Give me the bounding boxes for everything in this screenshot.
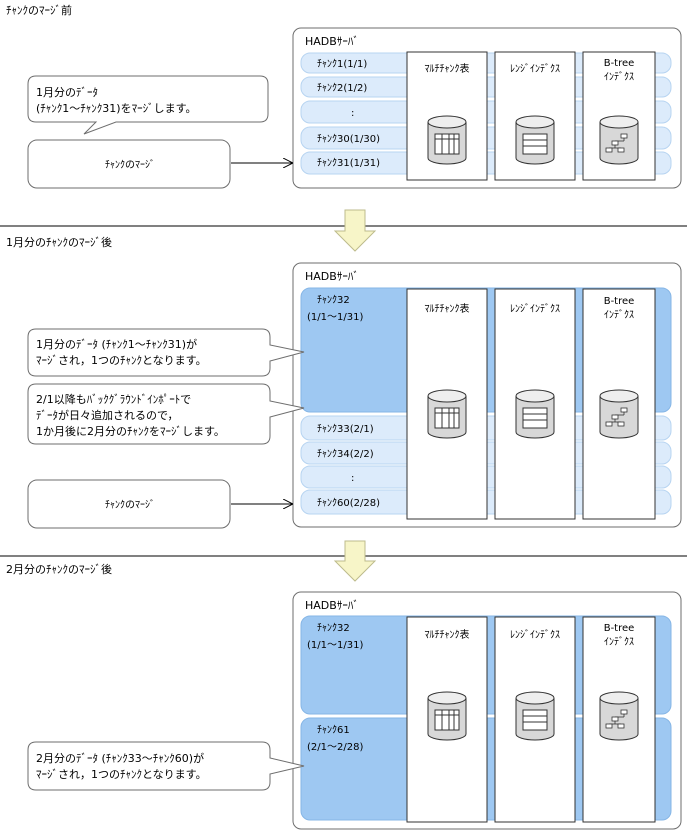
column-label-index: ｲﾝﾃﾞｸｽ [604, 309, 634, 321]
server-label: HADBｻｰﾊﾞ [305, 599, 359, 612]
chunk-label: ﾁｬﾝｸ1(1/1) [317, 58, 367, 70]
column-label-index: ｲﾝﾃﾞｸｽ [604, 636, 634, 648]
column-label-range-index: ﾚﾝｼﾞｲﾝﾃﾞｸｽ [510, 629, 560, 641]
svg-text:ﾏｰｼﾞされ，1つのﾁｬﾝｸとなります。: ﾏｰｼﾞされ，1つのﾁｬﾝｸとなります。 [36, 354, 207, 367]
merged-chunk-label: ﾁｬﾝｸ32 [317, 294, 350, 306]
svg-text:ﾃﾞｰﾀが日々追加されるので，: ﾃﾞｰﾀが日々追加されるので， [36, 408, 179, 422]
column-label-range-index: ﾚﾝｼﾞｲﾝﾃﾞｸｽ [510, 303, 560, 315]
server-panel-1: HADBｻｰﾊﾞ ﾁｬﾝｸ1(1/1) ﾁｬﾝｸ2(1/2) : ﾁｬﾝｸ30(… [292, 27, 682, 189]
server-panel-2: HADBｻｰﾊﾞ ﾁｬﾝｸ32 (1/1～1/31) ﾁｬﾝｸ33(2/1) ﾁ… [292, 262, 682, 528]
database-tree-icon [599, 691, 639, 741]
database-tree-icon [599, 115, 639, 165]
merged-chunk-range: (1/1～1/31) [307, 312, 363, 323]
svg-text:(ﾁｬﾝｸ1～ﾁｬﾝｸ31)をﾏｰｼﾞします。: (ﾁｬﾝｸ1～ﾁｬﾝｸ31)をﾏｰｼﾞします。 [36, 102, 196, 115]
database-list-icon [515, 691, 555, 741]
server-label: HADBｻｰﾊﾞ [305, 35, 359, 48]
chunk-label: ﾁｬﾝｸ31(1/31) [317, 157, 380, 169]
column-label-btree: B-tree [604, 58, 635, 69]
database-table-icon [427, 389, 467, 439]
server-panel-3: HADBｻｰﾊﾞ ﾁｬﾝｸ32 (1/1～1/31) ﾁｬﾝｸ61 (2/1～2… [292, 591, 682, 830]
column-label-multi-table: ﾏﾙﾁﾁｬﾝｸ表 [425, 302, 470, 315]
server-label: HADBｻｰﾊﾞ [305, 270, 359, 283]
svg-text:2月分のﾃﾞｰﾀ (ﾁｬﾝｸ33～ﾁｬﾝｸ60)が: 2月分のﾃﾞｰﾀ (ﾁｬﾝｸ33～ﾁｬﾝｸ60)が [36, 751, 204, 765]
svg-text:1月分のﾃﾞｰﾀ: 1月分のﾃﾞｰﾀ [36, 86, 98, 99]
callout-merged-january: 1月分のﾃﾞｰﾀ (ﾁｬﾝｸ1～ﾁｬﾝｸ31)が ﾏｰｼﾞされ，1つのﾁｬﾝｸと… [27, 328, 305, 377]
callout-background-import: 2/1以降もﾊﾞｯｸｸﾞﾗｳﾝﾄﾞｲﾝﾎﾟｰﾄで ﾃﾞｰﾀが日々追加されるので，… [27, 383, 305, 445]
down-arrow-icon [333, 540, 377, 582]
section-title-after-feb: 2月分のﾁｬﾝｸのﾏｰｼﾞ後 [6, 562, 112, 576]
database-list-icon [515, 389, 555, 439]
column-label-btree: B-tree [604, 623, 635, 634]
database-table-icon [427, 691, 467, 741]
chunk-merge-action: ﾁｬﾝｸのﾏｰｼﾞ [27, 479, 231, 529]
section-title-before: ﾁｬﾝｸのﾏｰｼﾞ前 [6, 3, 72, 17]
merged-chunk-label: ﾁｬﾝｸ61 [317, 724, 350, 736]
column-label-btree: B-tree [604, 296, 635, 307]
column-label-range-index: ﾚﾝｼﾞｲﾝﾃﾞｸｽ [510, 63, 560, 75]
chunk-label: ﾁｬﾝｸ34(2/2) [317, 448, 374, 460]
merged-chunk-range: (2/1～2/28) [307, 742, 363, 753]
chunk-label: ﾁｬﾝｸ60(2/28) [317, 497, 380, 509]
merged-chunk-range: (1/1～1/31) [307, 640, 363, 651]
chunk-label: ﾁｬﾝｸ33(2/1) [317, 423, 374, 435]
chunk-merge-action: ﾁｬﾝｸのﾏｰｼﾞ [27, 139, 231, 189]
chunk-label: : [351, 108, 354, 119]
database-list-icon [515, 115, 555, 165]
svg-text:2/1以降もﾊﾞｯｸｸﾞﾗｳﾝﾄﾞｲﾝﾎﾟｰﾄで: 2/1以降もﾊﾞｯｸｸﾞﾗｳﾝﾄﾞｲﾝﾎﾟｰﾄで [36, 392, 191, 406]
svg-text:ﾏｰｼﾞされ，1つのﾁｬﾝｸとなります。: ﾏｰｼﾞされ，1つのﾁｬﾝｸとなります。 [36, 768, 207, 781]
database-table-icon [427, 115, 467, 165]
svg-text:ﾁｬﾝｸのﾏｰｼﾞ: ﾁｬﾝｸのﾏｰｼﾞ [105, 499, 155, 511]
column-label-index: ｲﾝﾃﾞｸｽ [604, 71, 634, 83]
chunk-label: ﾁｬﾝｸ2(1/2) [317, 82, 367, 94]
column-label-multi-table: ﾏﾙﾁﾁｬﾝｸ表 [425, 628, 470, 641]
callout-merge-january: 1月分のﾃﾞｰﾀ (ﾁｬﾝｸ1～ﾁｬﾝｸ31)をﾏｰｼﾞします。 [27, 75, 269, 135]
svg-text:1か月後に2月分のﾁｬﾝｸをﾏｰｼﾞします。: 1か月後に2月分のﾁｬﾝｸをﾏｰｼﾞします。 [36, 424, 225, 438]
svg-text:ﾁｬﾝｸのﾏｰｼﾞ: ﾁｬﾝｸのﾏｰｼﾞ [105, 159, 155, 171]
merged-chunk-label: ﾁｬﾝｸ32 [317, 622, 350, 634]
database-tree-icon [599, 389, 639, 439]
svg-text:1月分のﾃﾞｰﾀ (ﾁｬﾝｸ1～ﾁｬﾝｸ31)が: 1月分のﾃﾞｰﾀ (ﾁｬﾝｸ1～ﾁｬﾝｸ31)が [36, 337, 197, 351]
chunk-label: : [351, 473, 354, 484]
down-arrow-icon [333, 209, 377, 252]
section-title-after-jan: 1月分のﾁｬﾝｸのﾏｰｼﾞ後 [6, 235, 112, 249]
column-label-multi-table: ﾏﾙﾁﾁｬﾝｸ表 [425, 62, 470, 75]
chunk-label: ﾁｬﾝｸ30(1/30) [317, 133, 380, 145]
callout-merged-february: 2月分のﾃﾞｰﾀ (ﾁｬﾝｸ33～ﾁｬﾝｸ60)が ﾏｰｼﾞされ，1つのﾁｬﾝｸ… [27, 741, 305, 791]
